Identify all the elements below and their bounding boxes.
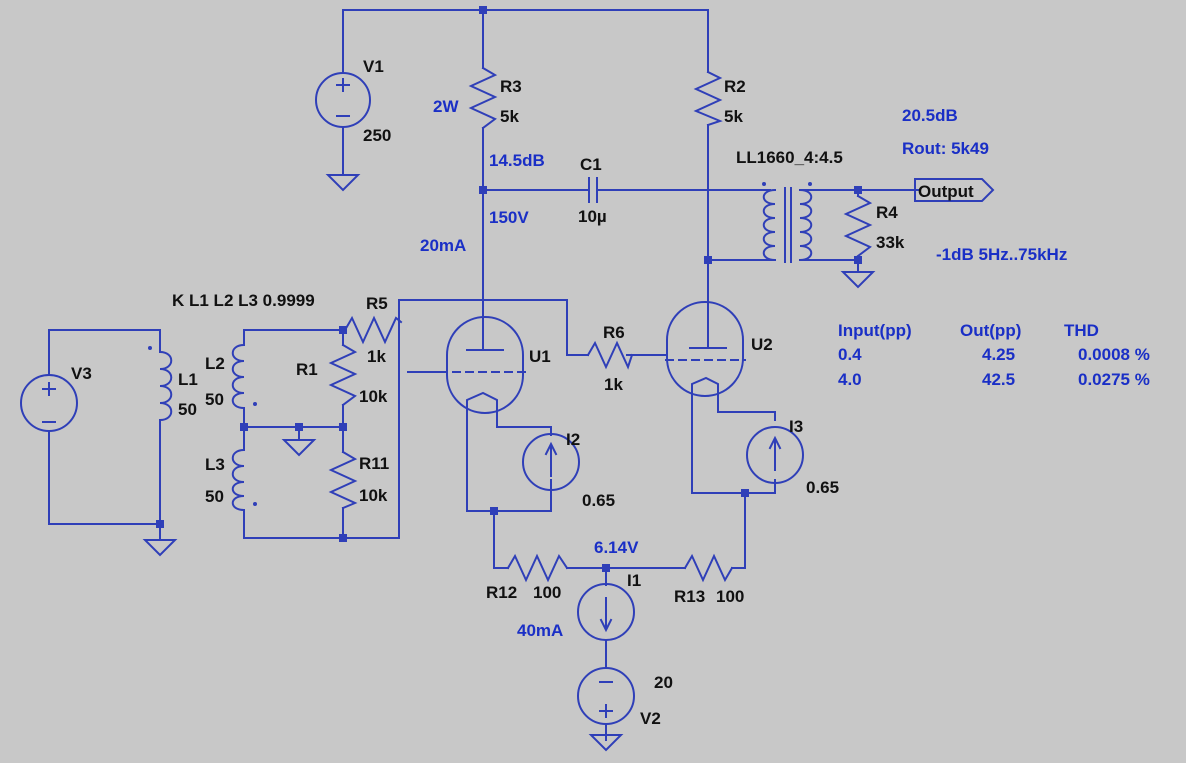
voltage-source-v3 (20, 374, 78, 432)
inductor-l2 (231, 343, 257, 410)
table-cell: 4.25 (982, 345, 1015, 364)
current-source-i2 (522, 433, 580, 491)
voltage-source-v1 (315, 72, 371, 128)
table-header: Input(pp) (838, 321, 912, 340)
i2-value: 0.65 (582, 491, 615, 510)
gain-stage-annotation: 14.5dB (489, 151, 545, 170)
i2-name: I2 (566, 430, 580, 449)
r4-value: 33k (876, 233, 905, 252)
c1-value: 10µ (578, 207, 607, 226)
i3-value: 0.65 (806, 478, 839, 497)
r11-name: R11 (359, 454, 389, 473)
c1-name: C1 (580, 155, 602, 174)
inductor-l3 (231, 448, 257, 512)
v2-name: V2 (640, 709, 661, 728)
wires (48, 9, 919, 741)
r12-value: 100 (533, 583, 561, 602)
table-cell: 4.0 (838, 370, 862, 389)
component-labels: V1 250 R3 5k R2 5k C1 10µ LL1660_4:4.5 R… (71, 57, 905, 728)
voltage-source-v2 (577, 667, 635, 725)
r2-name: R2 (724, 77, 746, 96)
plate-voltage-annotation: 150V (489, 208, 529, 227)
resistor-r6 (586, 340, 634, 370)
v2-value: 20 (654, 673, 673, 692)
triode-u1 (439, 316, 526, 414)
transformer-name: LL1660_4:4.5 (736, 148, 843, 167)
l1-name: L1 (178, 370, 198, 389)
r5-name: R5 (366, 294, 388, 313)
resistor-r4 (843, 194, 873, 258)
triode-u2 (665, 301, 746, 397)
coupling-directive: K L1 L2 L3 0.9999 (172, 291, 315, 310)
resistor-r12 (506, 553, 569, 583)
i3-name: I3 (789, 417, 803, 436)
r13-value: 100 (716, 587, 744, 606)
resistor-r13 (683, 553, 734, 583)
resistor-r1 (328, 343, 358, 407)
table-header: THD (1064, 321, 1099, 340)
v3-name: V3 (71, 364, 92, 383)
l3-value: 50 (205, 487, 224, 506)
ground-v2 (588, 734, 624, 752)
r3-power-annotation: 2W (433, 97, 459, 116)
table-cell: 0.4 (838, 345, 862, 364)
r13-name: R13 (674, 587, 705, 606)
output-port: Output (914, 178, 995, 202)
table-cell: 42.5 (982, 370, 1015, 389)
u1-name: U1 (529, 347, 551, 366)
total-gain-annotation: 20.5dB (902, 106, 958, 125)
resistor-r2 (693, 70, 723, 127)
u2-name: U2 (751, 335, 773, 354)
r6-value: 1k (604, 375, 623, 394)
annotations: 2W 14.5dB 150V 20mA 20.5dB Rout: 5k49 -1… (420, 97, 1067, 640)
ground-l1 (142, 539, 178, 557)
v1-value: 250 (363, 126, 391, 145)
rout-annotation: Rout: 5k49 (902, 139, 989, 158)
r12-name: R12 (486, 583, 517, 602)
ground-v1 (325, 174, 361, 192)
r6-name: R6 (603, 323, 625, 342)
bandwidth-annotation: -1dB 5Hz..75kHz (936, 245, 1067, 264)
table-cell: 0.0275 % (1078, 370, 1150, 389)
r2-value: 5k (724, 107, 743, 126)
r4-name: R4 (876, 203, 898, 222)
transformer-ll1660 (762, 182, 813, 263)
r1-name: R1 (296, 360, 318, 379)
v1-name: V1 (363, 57, 384, 76)
output-port-label: Output (918, 182, 974, 201)
i1-name: I1 (627, 571, 641, 590)
r3-name: R3 (500, 77, 522, 96)
cathode-voltage-annotation: 6.14V (594, 538, 639, 557)
table-cell: 0.0008 % (1078, 345, 1150, 364)
r11-value: 10k (359, 486, 388, 505)
ground-center (281, 439, 317, 457)
junction-dots (156, 6, 862, 572)
resistor-r5 (343, 315, 403, 345)
r5-value: 1k (367, 347, 386, 366)
r3-value: 5k (500, 107, 519, 126)
current-source-i1 (577, 583, 635, 641)
l1-value: 50 (178, 400, 197, 419)
results-table: Input(pp) Out(pp) THD 0.4 4.25 0.0008 % … (838, 321, 1150, 389)
resistor-r11 (328, 450, 358, 510)
resistor-r3 (468, 66, 498, 130)
l2-value: 50 (205, 390, 224, 409)
plate-current-annotation: 20mA (420, 236, 466, 255)
inductor-l1 (148, 346, 173, 422)
r1-value: 10k (359, 387, 388, 406)
capacitor-c1 (588, 177, 598, 203)
current-source-i3 (746, 426, 804, 484)
l3-name: L3 (205, 455, 225, 474)
ground-r4 (840, 271, 876, 289)
tail-current-annotation: 40mA (517, 621, 563, 640)
l2-name: L2 (205, 354, 225, 373)
table-header: Out(pp) (960, 321, 1021, 340)
